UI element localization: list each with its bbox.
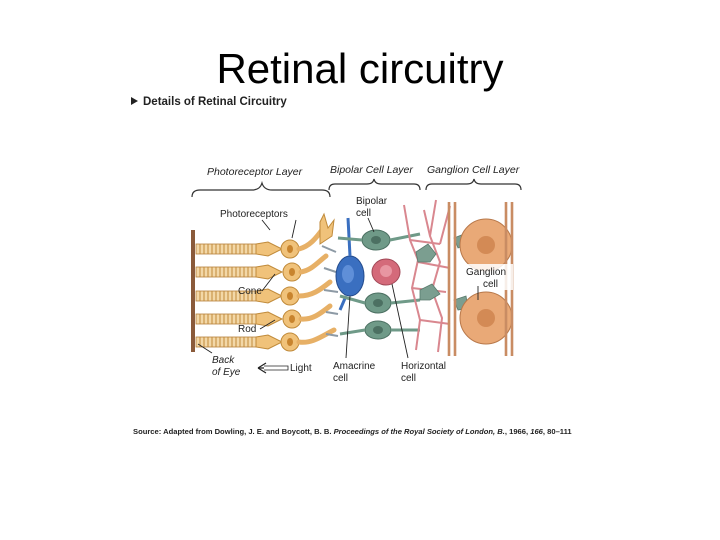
source-volume: 166 (530, 427, 543, 436)
pointer-photoreceptors (261, 219, 297, 239)
layer-label-photoreceptor: Photoreceptor Layer (207, 166, 303, 178)
pointer-amacrine (345, 295, 351, 359)
back-of-eye-wall (191, 230, 195, 352)
source-pages: , 80–111 (542, 427, 572, 436)
triangle-bullet-icon (131, 97, 138, 105)
label-photoreceptors: Photoreceptors (220, 209, 288, 220)
source-journal: Proceedings of the Royal Society of Lond… (333, 427, 505, 436)
bipolar-nuclei (371, 236, 383, 334)
pointer-bipolar (367, 217, 375, 233)
photoreceptor-nuclei (287, 245, 295, 346)
layer-label-ganglion: Ganglion Cell Layer (427, 164, 520, 176)
slide-title: Retinal circuitry (216, 45, 504, 92)
photoreceptor-cell-bodies (255, 212, 337, 352)
figure-heading-text: Details of Retinal Circuitry (143, 96, 287, 108)
label-bipolar-line2: cell (356, 208, 371, 219)
interplexiform-network (403, 199, 451, 353)
ganglion-nuclei (477, 236, 495, 327)
ganglion-label-backdrop (465, 264, 513, 290)
label-light: Light (290, 363, 312, 374)
amacrine-cell (335, 217, 365, 311)
brace-ganglion (425, 178, 522, 191)
ganglion-axons (447, 202, 514, 356)
label-ganglion-line2: cell (483, 279, 498, 290)
label-bipolar-line1: Bipolar (356, 196, 388, 207)
figure-source-citation: Source: Adapted from Dowling, J. E. and … (133, 427, 572, 436)
label-amacrine-line1: Amacrine (333, 361, 376, 372)
label-rod: Rod (238, 324, 256, 335)
pointer-horizontal (391, 283, 409, 359)
layer-label-bipolar: Bipolar Cell Layer (330, 164, 413, 176)
pointer-back-of-eye (197, 343, 213, 354)
figure-heading: Details of Retinal Circuitry (131, 96, 287, 108)
brace-bipolar (328, 178, 421, 191)
light-arrow-icon (257, 362, 289, 374)
synapse-connectors (321, 245, 339, 337)
source-year: , 1966, (504, 427, 529, 436)
label-horizontal-line1: Horizontal (401, 361, 446, 372)
brace-photoreceptor (191, 180, 331, 198)
pointer-rod (259, 319, 276, 330)
label-ganglion-line1: Ganglion (466, 267, 506, 278)
label-amacrine-line2: cell (333, 373, 348, 384)
label-cone: Cone (238, 286, 262, 297)
horizontal-cell (371, 258, 401, 286)
pointer-cone (261, 273, 276, 292)
label-back-line2: of Eye (212, 367, 241, 378)
source-prefix: Source: Adapted from Dowling, J. E. and … (133, 427, 332, 436)
label-back-line1: Back (212, 355, 235, 366)
label-horizontal-line2: cell (401, 373, 416, 384)
